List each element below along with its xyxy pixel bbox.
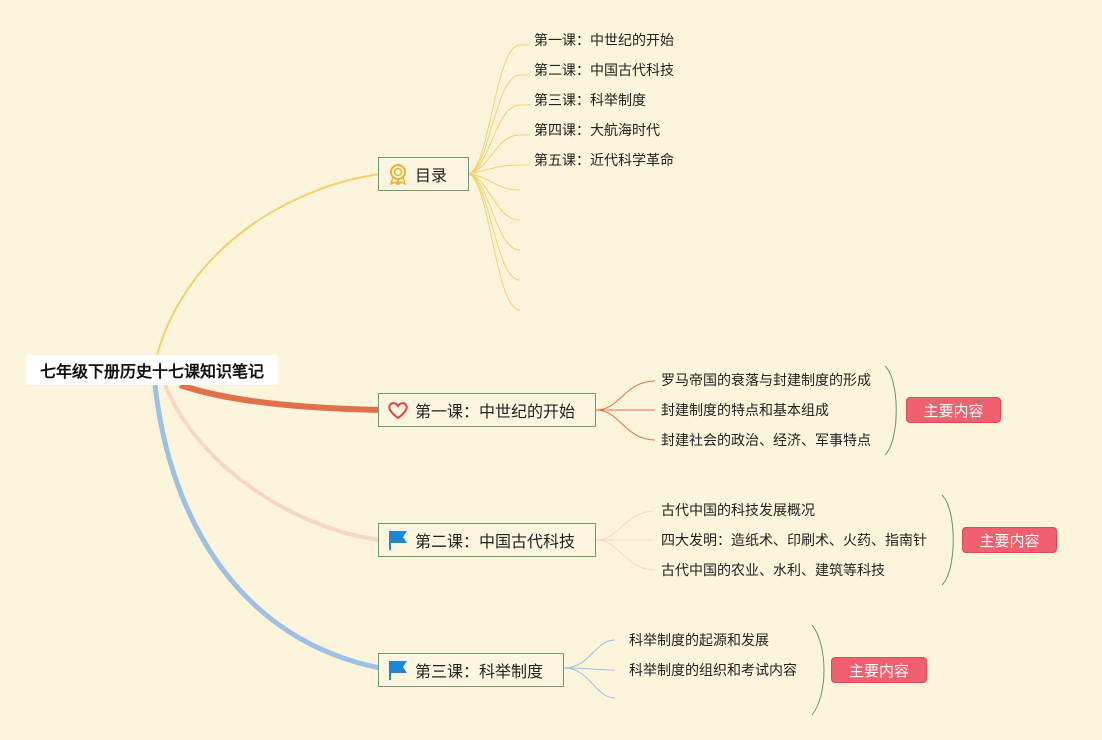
lesson3-bracket	[811, 624, 825, 716]
lesson-3-summary-badge[interactable]: 主要内容	[831, 657, 927, 683]
lesson-2-summary-badge[interactable]: 主要内容	[962, 527, 1057, 553]
lesson2-bracket	[941, 494, 954, 586]
lesson-2-point[interactable]: 古代中国的科技发展概况	[661, 503, 815, 519]
lesson-1-summary-label: 主要内容	[923, 401, 984, 420]
heart-icon	[387, 399, 409, 421]
lesson3-fan	[563, 639, 616, 699]
lesson1-fan	[595, 380, 656, 441]
flag-icon	[387, 659, 409, 681]
medal-icon	[387, 163, 409, 186]
connector-toc	[156, 173, 381, 356]
branch-lesson-3[interactable]: 第三课：科举制度	[378, 653, 564, 687]
lesson-3-point[interactable]: 科举制度的组织和考试内容	[629, 663, 797, 679]
lesson2-fan	[595, 510, 656, 571]
branch-lesson-2-label: 第二课：中国古代科技	[415, 532, 576, 551]
toc-item[interactable]: 第三课：科举制度	[534, 93, 646, 109]
lesson-3-point[interactable]: 科举制度的起源和发展	[629, 633, 769, 649]
toc-item[interactable]: 第五课：近代科学革命	[534, 153, 674, 169]
lesson-2-point[interactable]: 古代中国的农业、水利、建筑等科技	[661, 563, 885, 579]
branch-lesson-3-label: 第三课：科举制度	[415, 662, 544, 681]
toc-item[interactable]: 第四课：大航海时代	[534, 123, 660, 139]
connector-lesson1	[179, 382, 381, 413]
lesson1-bracket	[884, 365, 897, 456]
lesson-2-summary-label: 主要内容	[979, 531, 1040, 550]
branch-lesson-2[interactable]: 第二课：中国古代科技	[378, 523, 596, 557]
lesson-1-point[interactable]: 罗马帝国的衰落与封建制度的形成	[661, 373, 871, 389]
connector-lesson3	[152, 384, 381, 671]
root-title: 七年级下册历史十七课知识笔记	[39, 362, 264, 381]
toc-item[interactable]: 第一课：中世纪的开始	[534, 33, 674, 49]
connector-lesson2	[163, 384, 381, 542]
branch-toc[interactable]: 目录	[378, 157, 469, 191]
lesson-1-point[interactable]: 封建社会的政治、经济、军事特点	[661, 433, 871, 449]
root-topic[interactable]: 七年级下册历史十七课知识笔记	[26, 355, 278, 385]
flag-icon	[387, 529, 409, 551]
branch-lesson-1-label: 第一课：中世纪的开始	[415, 402, 576, 421]
lesson-1-summary-badge[interactable]: 主要内容	[906, 397, 1001, 423]
branch-lesson-1[interactable]: 第一课：中世纪的开始	[378, 393, 596, 427]
toc-item[interactable]: 第二课：中国古代科技	[534, 63, 674, 79]
lesson-2-point[interactable]: 四大发明：造纸术、印刷术、火药、指南针	[661, 533, 927, 549]
branch-toc-label: 目录	[415, 166, 448, 185]
lesson-3-summary-label: 主要内容	[848, 661, 909, 680]
toc-fan	[467, 44, 530, 311]
lesson-1-point[interactable]: 封建制度的特点和基本组成	[661, 403, 829, 419]
